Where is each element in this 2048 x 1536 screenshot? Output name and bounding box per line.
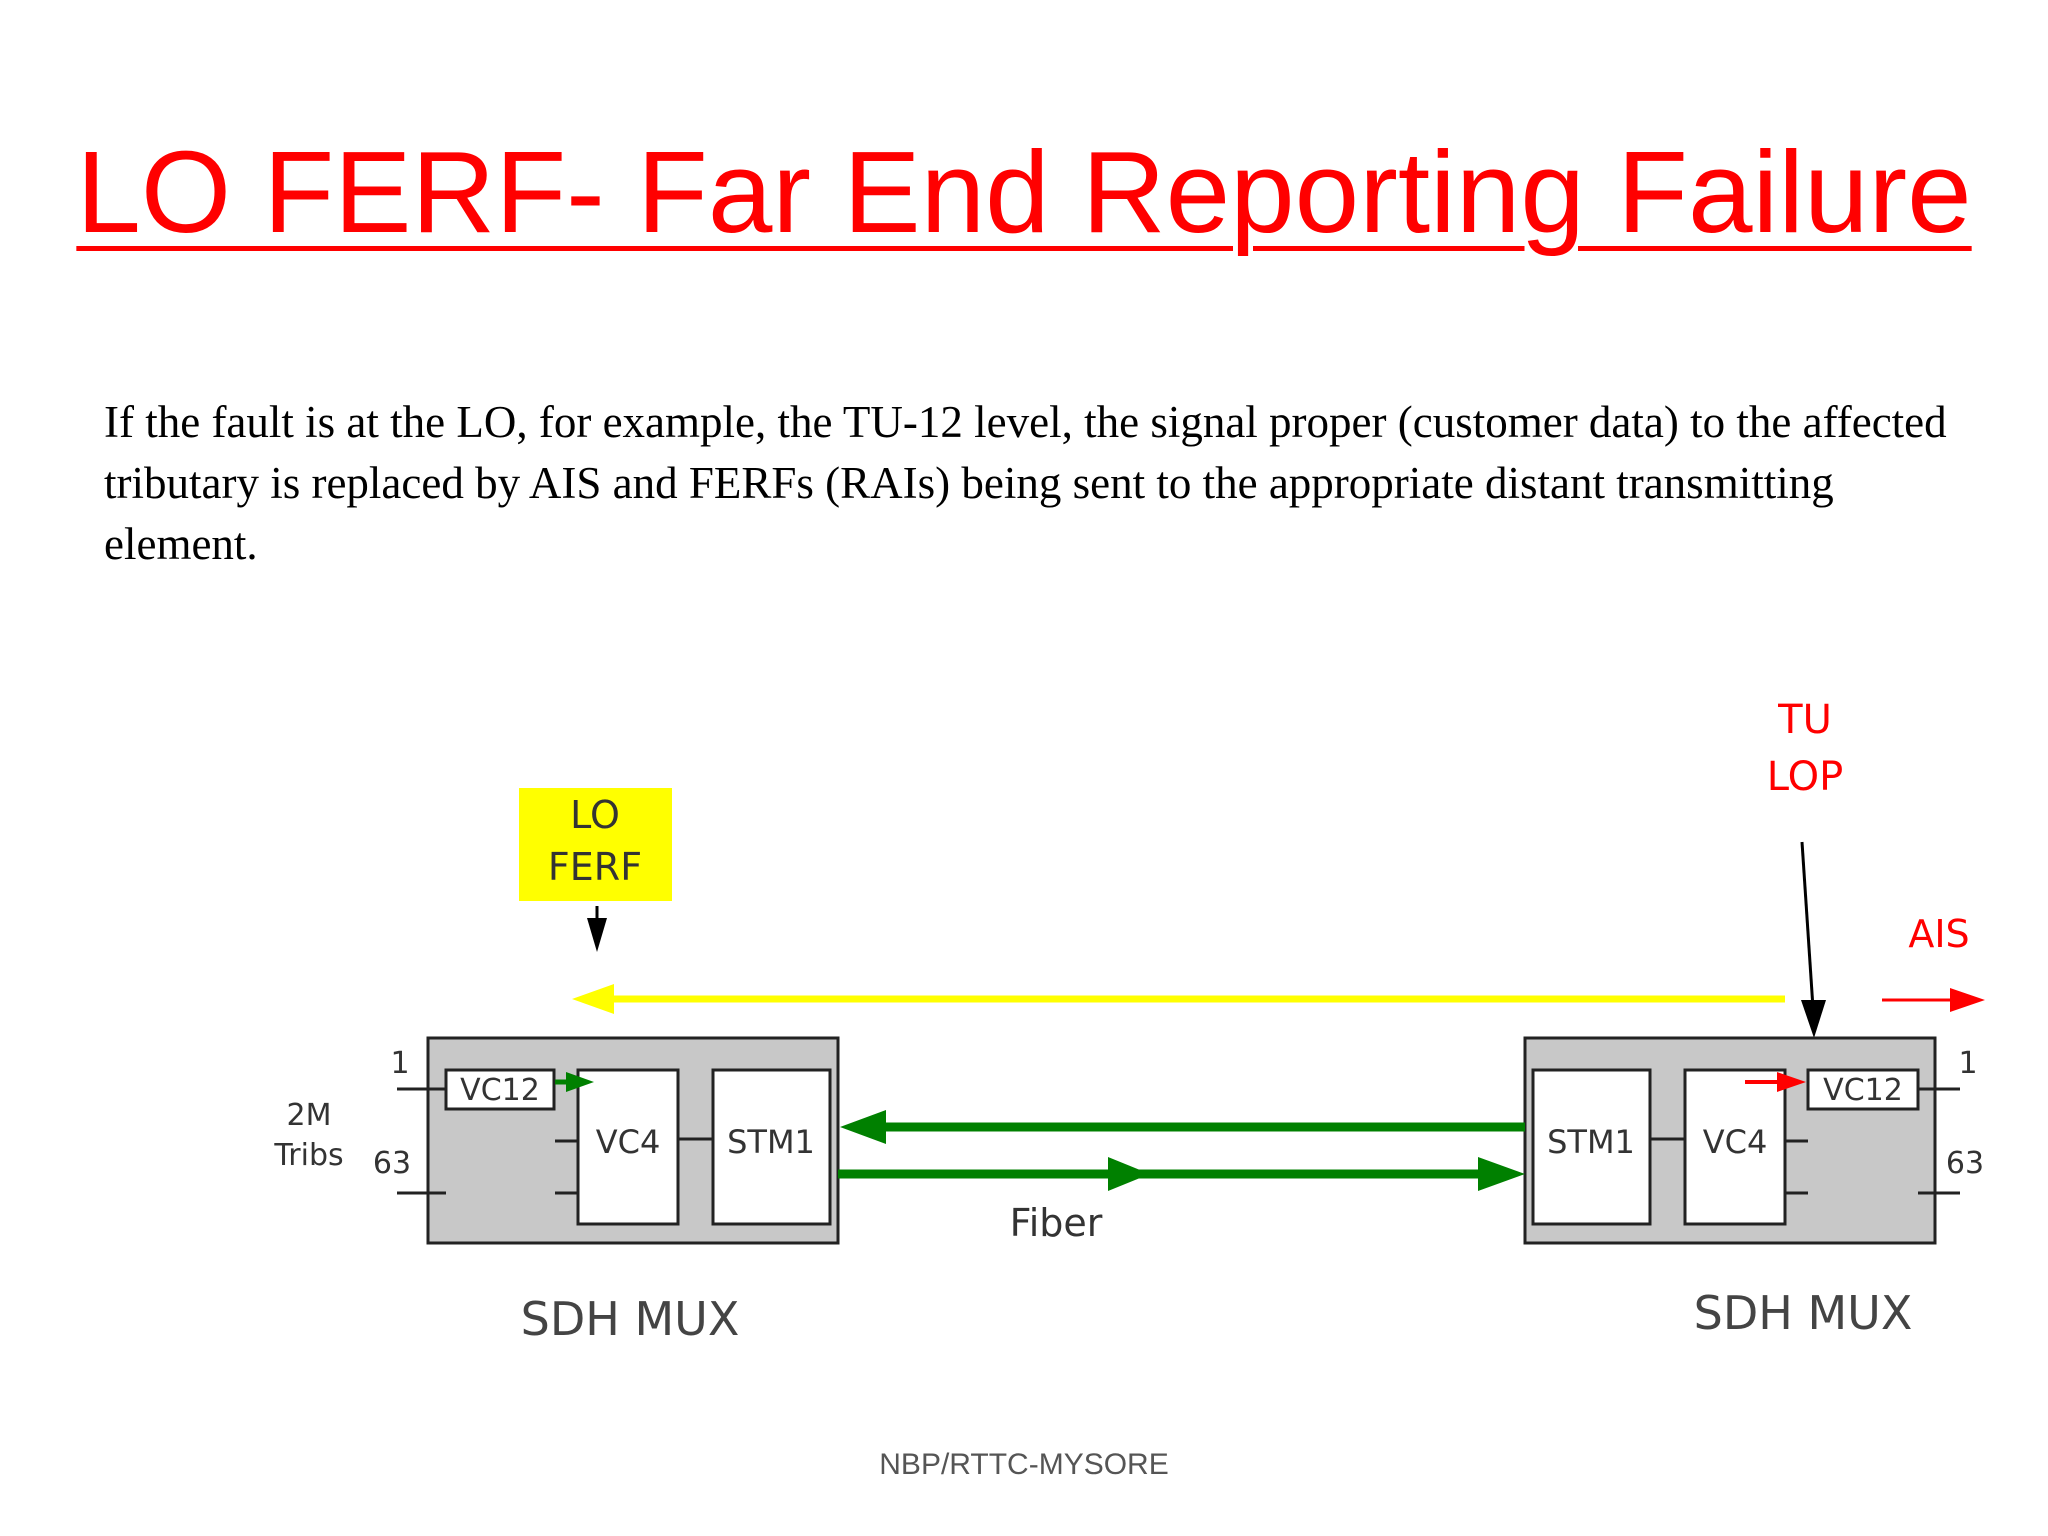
lo-ferf-box <box>519 788 672 901</box>
fiber-link-right-to-left <box>840 1110 1525 1144</box>
right-stm1-label: STM1 <box>1547 1123 1635 1161</box>
ferf-return-arrow <box>572 984 1785 1014</box>
left-vc12-label: VC12 <box>460 1073 540 1108</box>
lo-ferf-label-line1: LO <box>570 793 620 837</box>
ais-arrow <box>1882 988 1985 1012</box>
fiber-label: Fiber <box>1010 1201 1103 1245</box>
ais-label: AIS <box>1908 912 1969 956</box>
right-stm1-box <box>1531 1068 1652 1226</box>
right-port-last: 63 <box>1946 1146 1984 1181</box>
footer-credit: NBP/RTTC-MYSORE <box>879 1448 1169 1481</box>
left-mux-connectors <box>397 1087 713 1195</box>
body-paragraph: If the fault is at the LO, for example, … <box>104 397 1947 569</box>
tu-lop-label-line1: TU <box>1777 697 1832 743</box>
left-vc4-box <box>576 1068 680 1226</box>
left-vc12-to-vc4-arrow <box>555 1072 594 1092</box>
lo-ferf-pointer-arrow <box>587 906 607 952</box>
tribs-label-line1: 2M <box>287 1098 332 1133</box>
right-vc12-box <box>1806 1068 1920 1111</box>
right-mux-connectors <box>1650 1087 1960 1195</box>
right-vc4-box <box>1683 1068 1787 1226</box>
lo-ferf-label-line2: FERF <box>548 845 642 889</box>
left-stm1-label: STM1 <box>727 1123 815 1161</box>
tu-lop-pointer-arrow <box>1800 841 1826 1038</box>
right-vc4-label: VC4 <box>1703 1123 1768 1161</box>
right-port-first: 1 <box>1958 1046 1977 1081</box>
right-alarm-into-vc12-arrow <box>1745 1072 1806 1092</box>
slide-title: LO FERF- Far End Reporting Failure <box>76 127 1972 257</box>
left-port-last: 63 <box>373 1146 411 1181</box>
right-vc12-label: VC12 <box>1823 1073 1903 1108</box>
left-vc4-label: VC4 <box>596 1123 661 1161</box>
left-mux-caption: SDH MUX <box>521 1292 740 1346</box>
left-vc12-box <box>444 1068 556 1111</box>
right-mux-caption: SDH MUX <box>1694 1286 1913 1340</box>
left-stm1-box <box>711 1068 832 1226</box>
fiber-link-left-to-right <box>838 1157 1525 1191</box>
left-port-first: 1 <box>390 1046 409 1081</box>
tu-lop-label-line2: LOP <box>1767 754 1843 800</box>
tribs-label-line2: Tribs <box>273 1138 343 1173</box>
